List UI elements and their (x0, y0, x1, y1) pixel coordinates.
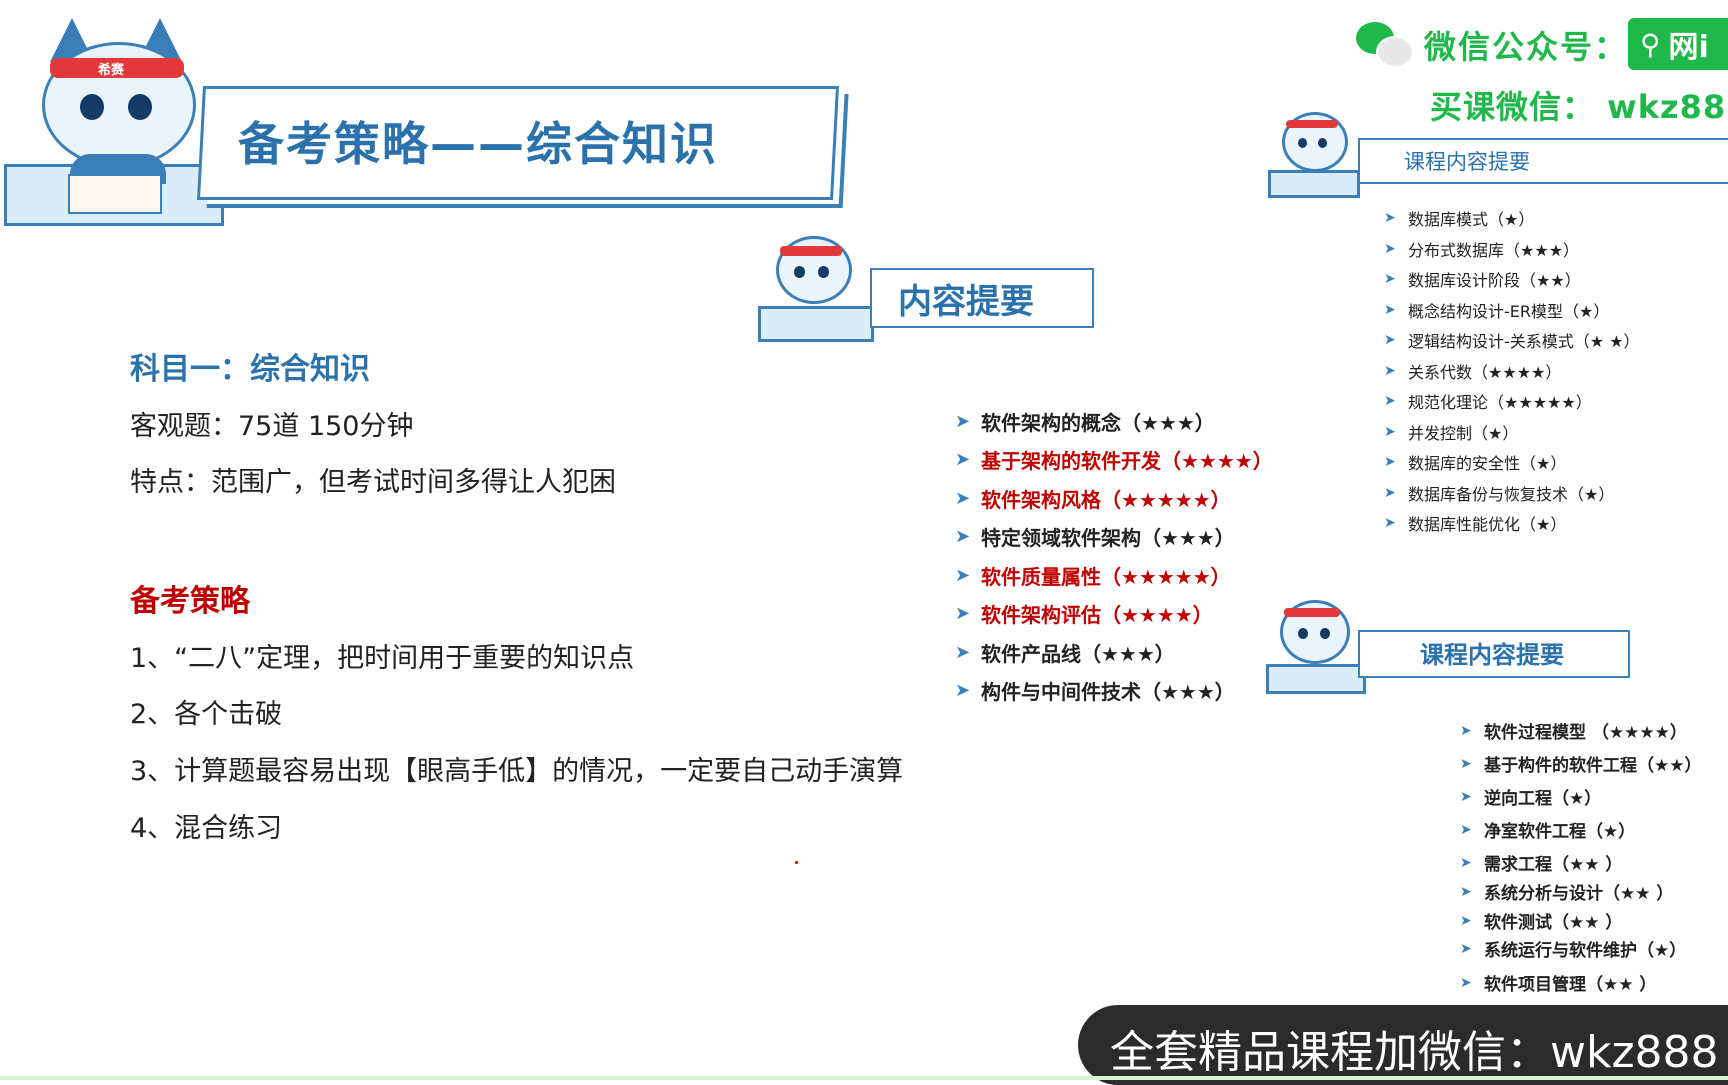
arrow-icon: ➤ (1460, 940, 1472, 957)
middle-mascot (758, 228, 874, 342)
objective-line: 客观题：75道 150分钟 (130, 411, 414, 442)
list-item: ➤数据库设计阶段（★★） (1384, 271, 1581, 291)
mascot-headband (50, 58, 184, 78)
arrow-icon: ➤ (1384, 454, 1396, 471)
list-item: ➤逻辑结构设计-关系模式（★ ★） (1384, 332, 1640, 352)
buy-course-label: 买课微信： wkz888 (1430, 88, 1728, 126)
mascot-eye-right (128, 94, 152, 120)
wechat-icon (1356, 22, 1414, 68)
arrow-icon: ➤ (1460, 883, 1472, 900)
right-bottom-mascot (1266, 594, 1366, 694)
mascot-eye-left (80, 94, 104, 120)
arrow-icon: ➤ (1384, 484, 1396, 501)
arrow-icon: ➤ (1384, 332, 1396, 349)
arrow-icon: ➤ (1384, 240, 1396, 257)
right-bottom-list: ➤软件过程模型 （★★★★） ➤基于构件的软件工程（★★） ➤逆向工程（★） ➤… (1460, 718, 1720, 1008)
strategy-heading: 备考策略 (130, 584, 250, 619)
arrow-icon: ➤ (1460, 722, 1472, 739)
middle-box-title: 内容提要 (898, 282, 1034, 322)
list-item: ➤分布式数据库（★★★） (1384, 240, 1580, 260)
subject-heading: 科目一：综合知识 (130, 352, 370, 387)
right-top-box-title: 课程内容提要 (1404, 150, 1530, 174)
footer-text: 全套精品课程加微信：wkz888 (1110, 1027, 1719, 1078)
arrow-icon: ➤ (955, 564, 971, 586)
arrow-icon: ➤ (1460, 974, 1472, 991)
list-item: ➤净室软件工程（★） (1460, 821, 1636, 843)
arrow-icon: ➤ (1460, 788, 1472, 805)
bottom-strip (0, 1076, 1728, 1080)
list-item: ➤需求工程（★★ ） (1460, 854, 1623, 876)
strategy-item: 1、“二八”定理，把时间用于重要的知识点 (130, 643, 635, 674)
arrow-icon: ➤ (1384, 423, 1396, 440)
list-item: ➤数据库性能优化（★） (1384, 515, 1567, 535)
list-item: ➤软件质量属性（★★★★★） (955, 564, 1231, 589)
list-item: ➤软件架构评估（★★★★） (955, 603, 1213, 628)
arrow-icon: ➤ (955, 487, 971, 509)
feature-line: 特点：范围广，但考试时间多得让人犯困 (130, 467, 616, 498)
strategy-item: 2、各个击破 (130, 699, 283, 730)
arrow-icon: ➤ (1384, 515, 1396, 532)
arrow-icon: ➤ (1460, 755, 1472, 772)
list-item: ➤数据库备份与恢复技术（★） (1384, 484, 1615, 504)
right-top-mascot (1268, 106, 1360, 198)
arrow-icon: ➤ (1460, 912, 1472, 929)
strategy-item: 4、混合练习 (130, 813, 283, 844)
list-item: ➤软件架构风格（★★★★★） (955, 487, 1231, 512)
list-item: ➤软件过程模型 （★★★★） (1460, 722, 1687, 744)
wechat-official-label: 微信公众号： (1424, 28, 1629, 66)
arrow-icon: ➤ (1384, 362, 1396, 379)
right-bottom-box-title: 课程内容提要 (1420, 641, 1564, 669)
search-icon: ⚲ (1640, 27, 1661, 61)
search-text: 网i (1668, 30, 1709, 65)
list-item: ➤软件项目管理（★★ ） (1460, 974, 1657, 996)
list-item: ➤并发控制（★） (1384, 423, 1519, 443)
list-item: ➤基于架构的软件开发（★★★★） (955, 449, 1273, 474)
arrow-icon: ➤ (955, 680, 971, 702)
list-item: ➤系统运行与软件维护（★） (1460, 940, 1687, 962)
list-item: ➤基于构件的软件工程（★★） (1460, 755, 1702, 777)
list-item: ➤系统分析与设计（★★ ） (1460, 883, 1674, 905)
right-top-title-box (1358, 138, 1728, 184)
list-item: ➤数据库的安全性（★） (1384, 454, 1567, 474)
arrow-icon: ➤ (1460, 854, 1472, 871)
arrow-icon: ➤ (1384, 393, 1396, 410)
middle-list: ➤软件架构的概念（★★★） ➤基于架构的软件开发（★★★★） ➤软件架构风格（★… (955, 402, 1273, 710)
list-item: ➤构件与中间件技术（★★★） (955, 680, 1235, 705)
arrow-icon: ➤ (955, 449, 971, 471)
arrow-icon: ➤ (955, 603, 971, 625)
list-item: ➤概念结构设计-ER模型（★） (1384, 301, 1610, 321)
arrow-icon: ➤ (955, 526, 971, 548)
list-item: ➤规范化理论（★★★★★） (1384, 393, 1592, 413)
arrow-icon: ➤ (955, 641, 971, 663)
list-item: ➤特定领域软件架构（★★★） (955, 526, 1235, 551)
arrow-icon: ➤ (955, 410, 971, 432)
title-mascot: 希赛 (4, 14, 224, 226)
arrow-icon: ➤ (1384, 210, 1396, 227)
strategy-item: 3、计算题最容易出现【眼高手低】的情况，一定要自己动手演算 (130, 756, 904, 787)
footer-banner (1078, 1005, 1728, 1085)
list-item: ➤软件产品线（★★★） (955, 641, 1175, 666)
right-bottom-title-box (1358, 630, 1630, 678)
pointer-dot (795, 861, 798, 864)
mascot-notebook (68, 174, 162, 214)
list-item: ➤软件测试（★★ ） (1460, 912, 1623, 934)
list-item: ➤数据库模式（★） (1384, 210, 1535, 230)
arrow-icon: ➤ (1384, 271, 1396, 288)
mascot-badge: 希赛 (98, 63, 125, 78)
list-item: ➤逆向工程（★） (1460, 788, 1602, 810)
arrow-icon: ➤ (1460, 821, 1472, 838)
page-title: 备考策略——综合知识 (238, 117, 718, 171)
right-top-list: ➤数据库模式（★） ➤分布式数据库（★★★） ➤数据库设计阶段（★★） ➤概念结… (1384, 203, 1640, 539)
middle-title-box (870, 268, 1094, 328)
wechat-search-button[interactable]: ⚲ 网i (1628, 18, 1728, 70)
list-item: ➤关系代数（★★★★） (1384, 362, 1562, 382)
list-item: ➤软件架构的概念（★★★） (955, 410, 1215, 435)
arrow-icon: ➤ (1384, 301, 1396, 318)
